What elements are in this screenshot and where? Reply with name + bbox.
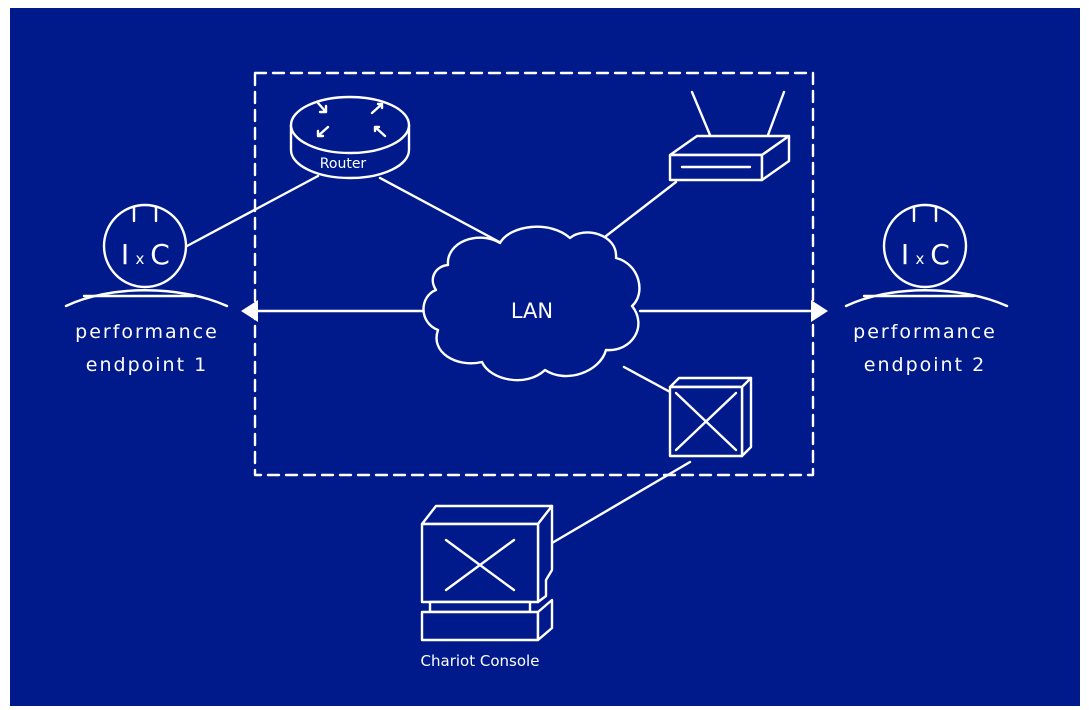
svg-text:x: x	[916, 250, 925, 268]
router-icon: Router	[289, 95, 411, 180]
svg-text:I: I	[901, 238, 909, 271]
endpoint-2: I x C performance endpoint 2	[844, 203, 1009, 376]
connections	[185, 174, 828, 545]
link-switch-console	[550, 460, 692, 545]
svg-text:C: C	[150, 238, 170, 271]
link-lan-switch	[622, 365, 674, 395]
svg-text:I: I	[121, 238, 129, 271]
wireless-access-point-icon	[668, 90, 791, 182]
svg-text:C: C	[930, 238, 950, 271]
ixc-logo: I x C	[121, 238, 170, 271]
endpoint-2-label-line2: endpoint 2	[864, 354, 986, 376]
svg-text:x: x	[136, 250, 145, 268]
router-label: Router	[320, 156, 367, 172]
console-label: Chariot Console	[421, 652, 540, 670]
ixia-endpoint-person-icon: I x C	[844, 203, 1009, 308]
link-endpoint1-router	[185, 174, 320, 248]
computer-terminal-icon: Chariot Console	[421, 504, 554, 670]
endpoint-2-label-line1: performance	[853, 321, 997, 343]
endpoint-1-label-line2: endpoint 1	[86, 354, 208, 376]
router-arrows	[316, 101, 387, 138]
ixc-logo: I x C	[901, 238, 950, 271]
endpoint-1-label-line1: performance	[75, 321, 219, 343]
switch-icon	[668, 376, 753, 458]
endpoint-1: I x C performance endpoint 1	[64, 203, 229, 376]
network-boundary	[253, 71, 815, 477]
lan-label: LAN	[511, 299, 553, 323]
arrowhead-left	[241, 300, 258, 322]
ixia-endpoint-person-icon: I x C	[64, 203, 229, 308]
link-router-lan	[378, 176, 507, 247]
arrowhead-right	[811, 300, 828, 322]
cloud-icon: LAN	[422, 225, 641, 382]
